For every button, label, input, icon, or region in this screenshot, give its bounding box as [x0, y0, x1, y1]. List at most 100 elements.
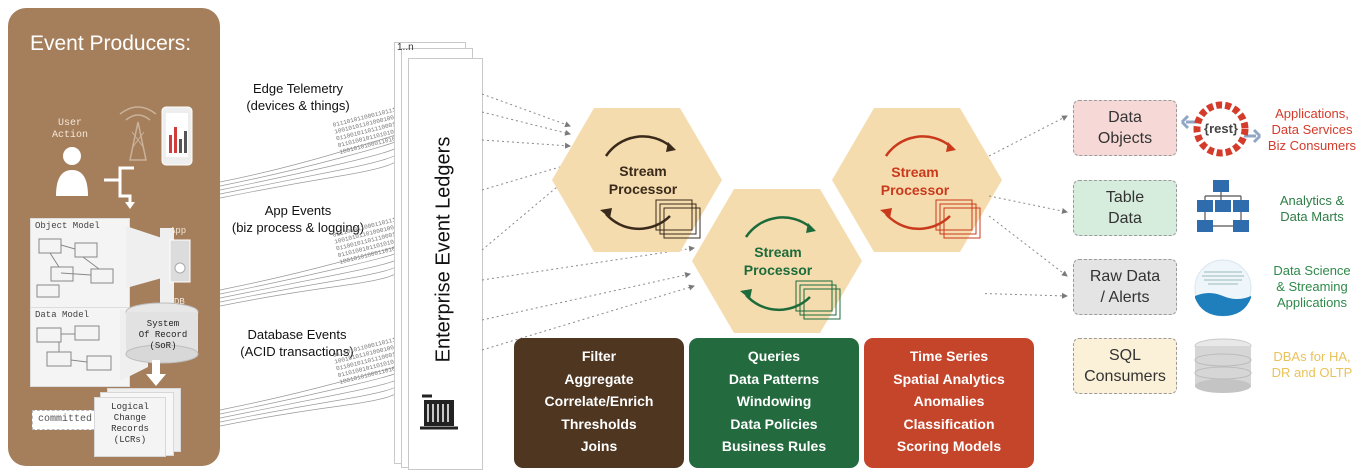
lcr-line4: (LCRs)	[113, 435, 147, 445]
stream-processor-3	[832, 108, 1002, 252]
capability-spatial-analytics: Spatial Analytics	[893, 370, 1005, 387]
system-of-record-label: System Of Record (SoR)	[126, 319, 200, 352]
antenna-icon	[119, 106, 157, 161]
consumer-analytics-line2: Data Marts	[1280, 209, 1344, 224]
output-raw-data-line1: Raw Data	[1089, 268, 1161, 285]
down-arrow-icon	[146, 360, 166, 386]
edge-telemetry-label: Edge Telemetry (devices & things)	[228, 80, 368, 114]
capability-joins: Joins	[580, 438, 618, 454]
system-of-record-database-icon	[125, 302, 199, 364]
app-window-icon	[126, 226, 162, 288]
app-events-line1: App Events	[264, 203, 332, 218]
capability-data-patterns: Data Patterns	[728, 370, 820, 387]
user-icon	[56, 147, 88, 196]
consumer-analytics-line1: Analytics &	[1279, 193, 1345, 208]
capability-windowing: Windowing	[736, 393, 812, 409]
output-raw-data-line2: / Alerts	[1100, 289, 1150, 306]
capability-filter: Filter	[581, 348, 617, 364]
event-producers-title: Event Producers:	[30, 32, 192, 55]
binary-streams	[220, 133, 399, 427]
capability-queries: Queries	[747, 348, 801, 364]
sql-database-icon	[1194, 338, 1252, 393]
consumer-dbas: DBAs for HA, DR and OLTP	[1262, 349, 1362, 381]
data-model-window: Data Model	[30, 307, 130, 387]
stream-processor-1-label: Stream Processor	[598, 162, 688, 198]
logical-change-records: Logical Change Records (LCRs)	[94, 397, 166, 457]
processor-to-output-arrows	[985, 115, 1068, 299]
app-events-label: App Events (biz process & logging)	[212, 202, 384, 236]
event-hub-icon	[420, 394, 458, 430]
stream-processor-1-line2: Processor	[608, 181, 678, 197]
consumer-data-science: Data Science & Streaming Applications	[1262, 263, 1362, 311]
output-sql-consumers: SQL Consumers	[1073, 338, 1177, 394]
user-action-line2: Action	[52, 130, 89, 141]
output-sql-line2: Consumers	[1084, 368, 1166, 385]
data-model-diagram-icon	[36, 325, 112, 371]
output-raw-data-alerts: Raw Data / Alerts	[1073, 259, 1177, 315]
consumer-applications-line3: Biz Consumers	[1267, 138, 1357, 153]
object-model-label: Object Model	[35, 221, 100, 231]
stream-processor-3-line1: Stream	[891, 164, 939, 180]
output-sql-line1: SQL	[1108, 347, 1141, 364]
database-events-label: Database Events (ACID transactions)	[222, 326, 372, 360]
ledger-count: 1..n	[397, 42, 414, 53]
object-model-window: Object Model	[30, 218, 130, 308]
consumer-data-science-line2: & Streaming	[1276, 279, 1348, 294]
capabilities-box-1: Filter Aggregate Correlate/Enrich Thresh…	[514, 338, 684, 468]
app-events-line2: (biz process & logging)	[231, 220, 365, 235]
stream-processor-1	[552, 108, 722, 252]
capability-thresholds: Thresholds	[561, 415, 637, 432]
capability-time-series: Time Series	[909, 348, 989, 364]
consumer-data-science-line3: Applications	[1276, 295, 1348, 310]
lcr-line1: Logical	[111, 402, 149, 412]
rest-api-gear-icon	[1180, 101, 1262, 157]
stream-processor-2-label: Stream Processor	[733, 243, 823, 279]
consumer-dbas-line1: DBAs for HA,	[1273, 349, 1351, 364]
capability-business-rules: Business Rules	[721, 438, 827, 454]
user-action-label: User Action	[52, 118, 88, 142]
capability-aggregate: Aggregate	[564, 370, 634, 387]
output-data-objects-line2: Objects	[1097, 130, 1153, 147]
stream-processor-2-line1: Stream	[754, 244, 802, 260]
edge-telemetry-line2: (devices & things)	[246, 98, 350, 113]
stream-processor-1-line1: Stream	[619, 163, 667, 179]
stream-processor-2-line2: Processor	[743, 262, 813, 278]
output-data-objects-line1: Data	[1108, 109, 1142, 126]
stream-processor-3-label: Stream Processor	[870, 163, 960, 199]
capabilities-box-3: Time Series Spatial Analytics Anomalies …	[864, 338, 1034, 468]
smartphone-chart-icon	[161, 106, 193, 166]
capability-scoring-models: Scoring Models	[896, 438, 1002, 454]
lcr-line2: Change	[113, 413, 147, 423]
rest-label: {rest}	[1204, 121, 1238, 136]
stream-processor-2	[692, 189, 862, 333]
database-events-line1: Database Events	[247, 327, 347, 342]
consumer-data-science-line1: Data Science	[1273, 263, 1351, 278]
capability-data-policies: Data Policies	[730, 415, 818, 432]
data-model-label: Data Model	[35, 310, 90, 320]
ledger-title: Enterprise Event Ledgers	[432, 136, 455, 363]
app-label: App	[170, 226, 187, 236]
stream-processor-3-line2: Processor	[880, 182, 950, 198]
capability-correlate-enrich: Correlate/Enrich	[544, 393, 654, 409]
consumer-dbas-line2: DR and OLTP	[1271, 365, 1353, 380]
consumer-applications-line1: Applications,	[1275, 106, 1349, 121]
data-lake-icon	[1194, 259, 1252, 317]
sor-line3: (SoR)	[149, 341, 177, 351]
output-table-data: Table Data	[1073, 180, 1177, 236]
flow-arrow-icon	[104, 166, 135, 209]
db-label: DB	[174, 297, 185, 307]
app-server-icon	[169, 239, 191, 283]
database-events-line2: (ACID transactions)	[240, 344, 354, 359]
sor-line2: Of Record	[138, 330, 188, 340]
output-data-objects: Data Objects	[1073, 100, 1177, 156]
lcr-line3: Records	[111, 424, 149, 434]
sor-line1: System	[146, 319, 180, 329]
consumer-applications: Applications, Data Services Biz Consumer…	[1262, 106, 1362, 154]
edge-telemetry-line1: Edge Telemetry	[252, 81, 344, 96]
capabilities-box-2: Queries Data Patterns Windowing Data Pol…	[689, 338, 859, 468]
user-action-line1: User	[58, 118, 83, 129]
consumer-analytics: Analytics & Data Marts	[1262, 193, 1362, 225]
capability-classification: Classification	[903, 415, 995, 432]
table-data-diagram-icon	[1197, 180, 1249, 232]
output-table-data-line1: Table	[1105, 189, 1145, 206]
